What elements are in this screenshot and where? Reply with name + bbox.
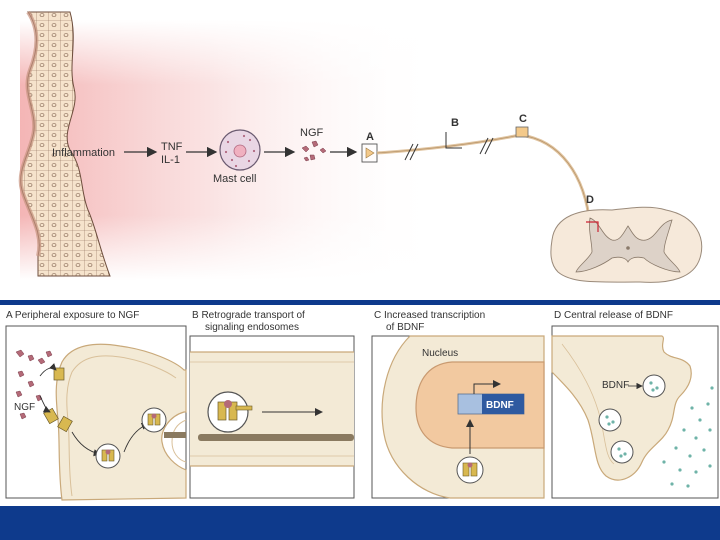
axon-break-marks <box>404 137 494 161</box>
panel-a-ngf-dots <box>15 349 53 420</box>
panel-d-central-terminal <box>551 335 692 481</box>
panel-d-central-release: D Central release of BDNF BDNF <box>551 310 719 499</box>
panel-a-endosome-2 <box>141 407 167 433</box>
panel-c-title-line2: of BDNF <box>386 322 424 333</box>
mast-cell-label: Mast cell <box>213 173 256 185</box>
panel-b-retrograde-transport: B Retrograde transport of signaling endo… <box>189 310 355 499</box>
panel-a-peripheral-exposure: A Peripheral exposure to NGF NGF <box>5 310 187 501</box>
panel-c-nucleus-label: Nucleus <box>422 348 458 359</box>
panel-b-title-line2: signaling endosomes <box>205 322 299 333</box>
panel-d-released-bdnf <box>662 386 714 488</box>
site-b-label: B <box>451 117 459 129</box>
panel-c-bdnf-gene-label: BDNF <box>486 400 514 411</box>
panel-a-nerve-terminal <box>55 343 187 501</box>
site-a-label: A <box>366 131 374 143</box>
panel-d-bdnf-label: BDNF <box>602 380 629 391</box>
site-c-box <box>515 126 529 138</box>
mast-cell <box>219 129 261 171</box>
site-b-marker <box>445 132 462 149</box>
panel-d-title: D Central release of BDNF <box>554 310 673 321</box>
site-c-label: C <box>519 113 527 125</box>
accent-bar <box>0 300 720 305</box>
footer-bar <box>0 506 720 540</box>
site-d-label: D <box>586 194 594 206</box>
il1-label: IL-1 <box>161 154 180 166</box>
panel-b-microtubule <box>198 434 354 441</box>
panel-a-endosome-1 <box>95 443 121 469</box>
panel-c-transcription-arrow <box>473 380 501 394</box>
panel-c-increased-transcription: C Increased transcription of BDNF Nucleu… <box>371 310 545 499</box>
top-illustration: Inflammation TNF IL-1 Mast cell NGF <box>18 10 703 283</box>
panel-d-bdnf-vesicles <box>598 374 666 464</box>
panel-b-title-line1: B Retrograde transport of <box>192 310 305 321</box>
inflammation-label: Inflammation <box>52 147 115 159</box>
spinal-cord <box>550 206 703 283</box>
panel-c-title-line1: C Increased transcription <box>374 310 485 321</box>
panel-a-ngf-label: NGF <box>14 402 35 413</box>
ngf-label: NGF <box>300 127 324 139</box>
panel-a-title: A Peripheral exposure to NGF <box>6 310 139 321</box>
panel-b-signaling-endosome <box>207 391 253 433</box>
panel-c-signaling-endosome <box>456 456 484 484</box>
tnf-label: TNF <box>161 141 183 153</box>
ngf-molecules <box>301 140 327 162</box>
